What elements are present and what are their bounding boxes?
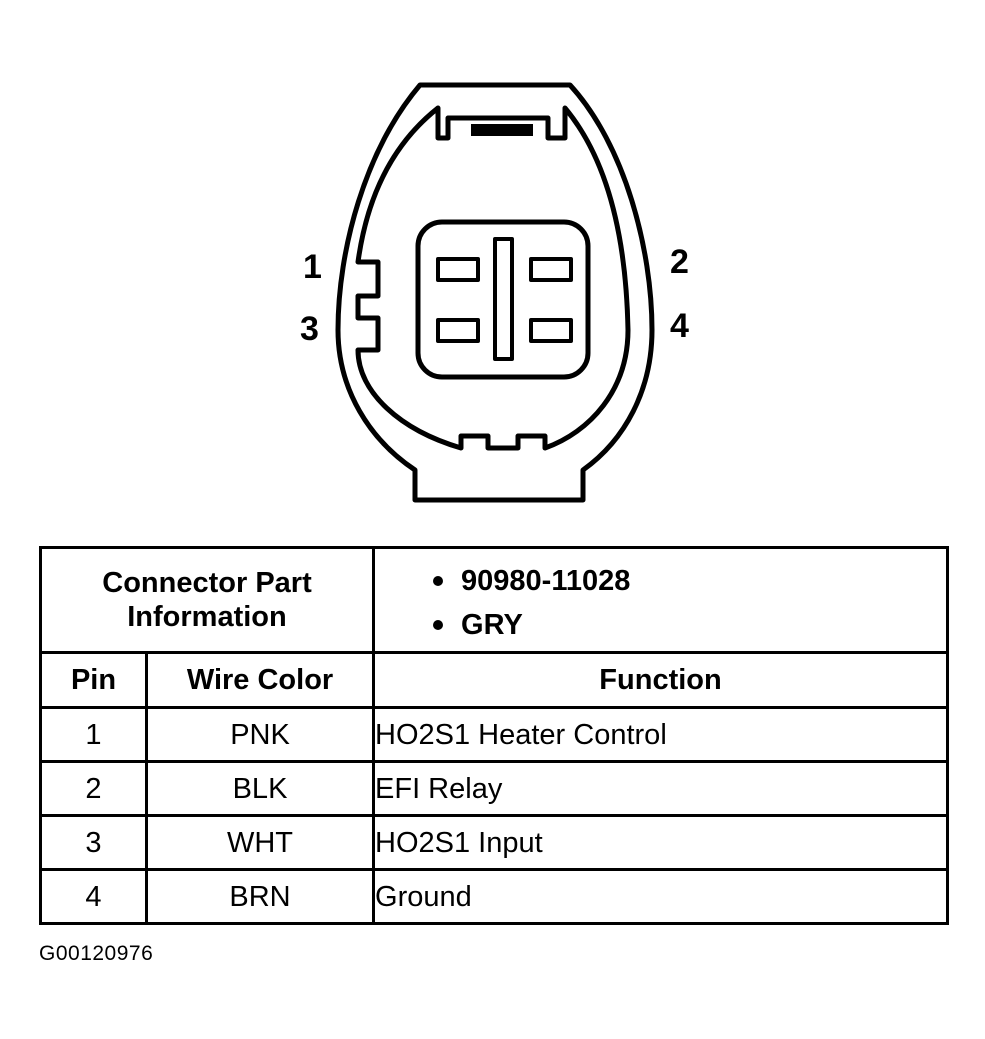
part-number-item: 90980-11028 (433, 559, 946, 603)
function-cell: HO2S1 Heater Control (372, 706, 950, 763)
connector-info-label: Connector Part Information (38, 546, 376, 654)
table-row: 4 BRN Ground (39, 868, 950, 925)
pin-cell: 1 (39, 706, 148, 763)
pin-cell: 2 (39, 760, 148, 817)
wire-color-cell: BLK (144, 760, 376, 817)
table-header-row: Pin Wire Color Function (39, 651, 950, 709)
locking-tab-marker (471, 124, 533, 136)
wire-color-cell: BRN (144, 868, 376, 925)
header-function: Function (372, 651, 950, 709)
connector-face-diagram: 1 2 3 4 (300, 82, 689, 503)
pin-label-1: 1 (303, 248, 322, 286)
header-pin: Pin (39, 651, 148, 709)
table-row: 3 WHT HO2S1 Input (39, 814, 950, 871)
header-wire-color: Wire Color (144, 651, 376, 709)
connector-pinout-table: Connector Part Information 90980-11028 G… (38, 546, 950, 925)
pin-cell: 3 (39, 814, 148, 871)
connector-info-label-line1: Connector Part (102, 567, 312, 599)
pin-1-terminal (436, 257, 480, 282)
bullet-icon (433, 620, 444, 630)
pin-cavity-block (415, 219, 591, 380)
function-cell: Ground (372, 868, 950, 925)
figure-id: G00120976 (39, 942, 154, 965)
connector-inner-housing (355, 105, 631, 451)
pin-label-4: 4 (670, 307, 689, 345)
wire-color-cell: WHT (144, 814, 376, 871)
center-divider (493, 237, 514, 361)
connector-outer-housing (335, 82, 655, 503)
pin-2-terminal (529, 257, 573, 282)
connector-color: GRY (461, 609, 523, 641)
pin-3-terminal (436, 318, 480, 343)
connector-info-label-line2: Information (127, 601, 287, 633)
pin-cell: 4 (39, 868, 148, 925)
wire-color-cell: PNK (144, 706, 376, 763)
table-row: 2 BLK EFI Relay (39, 760, 950, 817)
function-cell: HO2S1 Input (372, 814, 950, 871)
function-cell: EFI Relay (372, 760, 950, 817)
part-number: 90980-11028 (461, 565, 631, 597)
bullet-icon (433, 576, 444, 586)
connector-color-item: GRY (433, 603, 946, 647)
pin-label-2: 2 (670, 243, 689, 281)
pin-4-terminal (529, 318, 573, 343)
pin-label-3: 3 (300, 310, 319, 348)
connector-info-row: Connector Part Information 90980-11028 G… (38, 546, 950, 654)
table-row: 1 PNK HO2S1 Heater Control (39, 706, 950, 763)
connector-info-values: 90980-11028 GRY (372, 546, 950, 654)
